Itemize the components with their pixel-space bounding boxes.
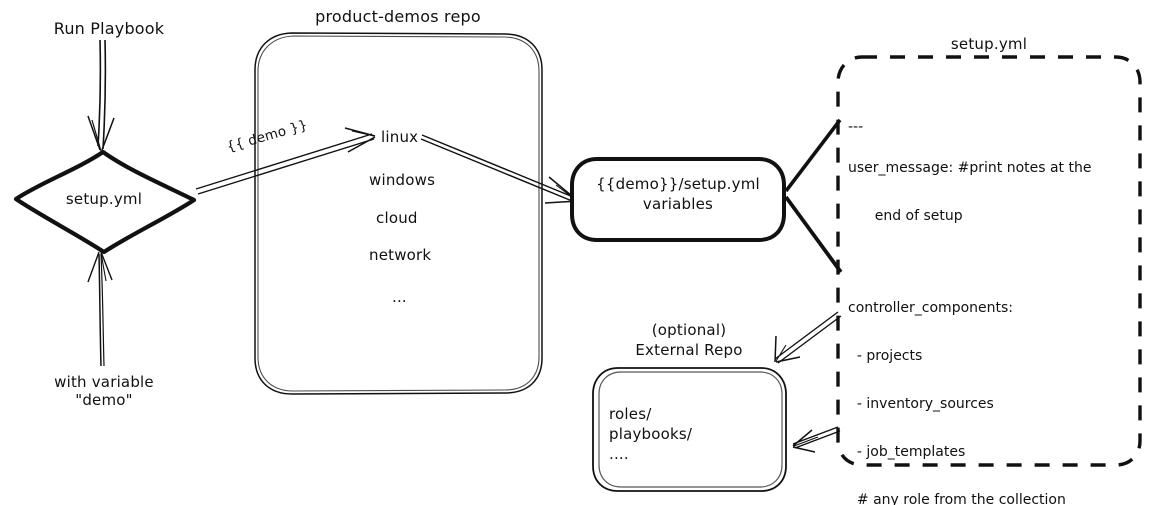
- with-variable-label-line1: with variable: [54, 373, 154, 391]
- external-repo-box: [592, 367, 787, 492]
- setup-yml-line: # any role from the collection: [848, 492, 1066, 505]
- external-repo-item-ellipsis: ....: [609, 445, 629, 463]
- external-repo-item-playbooks[interactable]: playbooks/: [609, 425, 693, 443]
- setup-yml-content: --- user_message: #print notes at the en…: [848, 92, 1140, 505]
- controller-projects-arrow: [774, 311, 842, 364]
- controller-job-templates-arrow: [792, 426, 841, 453]
- setup-yml-diamond: [13, 149, 197, 255]
- demo-variable-arrow: [195, 127, 376, 195]
- with-variable-arrow: [87, 251, 113, 367]
- demo-setup-variables-box: [570, 157, 786, 242]
- setup-yml-dashed-panel: [836, 55, 1142, 467]
- repo-item-ellipsis: ...: [392, 288, 407, 306]
- setup-yml-line: - job_templates: [848, 444, 966, 460]
- external-repo-caption-line2: External Repo: [635, 341, 743, 359]
- setup-yml-line: - projects: [848, 348, 923, 364]
- external-repo-item-roles[interactable]: roles/: [609, 405, 652, 423]
- product-demos-repo-box: [254, 32, 543, 395]
- setup-yml-panel-caption: setup.yml: [950, 35, 1028, 53]
- with-variable-label-line2: "demo": [75, 391, 133, 409]
- setup-yml-line: ---: [848, 119, 864, 135]
- setup-yml-line: user_message: #print notes at the: [848, 160, 1092, 176]
- variables-node-label-line2[interactable]: variables: [642, 195, 714, 213]
- external-repo-caption-line1: (optional): [651, 321, 727, 339]
- repo-item-linux[interactable]: linux: [381, 128, 419, 146]
- product-demos-repo-caption: product-demos repo: [315, 7, 481, 26]
- setup-yml-line: - inventory_sources: [848, 396, 994, 412]
- setup-yml-to-variables-connectors: [783, 118, 843, 274]
- variables-node-label-line1[interactable]: {{demo}}/setup.yml: [596, 175, 760, 193]
- repo-item-cloud[interactable]: cloud: [376, 209, 418, 227]
- repo-item-network[interactable]: network: [369, 246, 432, 264]
- setup-yml-line: end of setup: [848, 208, 963, 224]
- setup-yml-line: [848, 257, 1140, 273]
- setup-yml-line: controller_components:: [848, 300, 1013, 316]
- repo-item-windows[interactable]: windows: [369, 171, 436, 189]
- run-playbook-arrow: [87, 39, 115, 152]
- run-playbook-label: Run Playbook: [53, 19, 165, 38]
- setup-yml-node-label[interactable]: setup.yml: [65, 190, 143, 208]
